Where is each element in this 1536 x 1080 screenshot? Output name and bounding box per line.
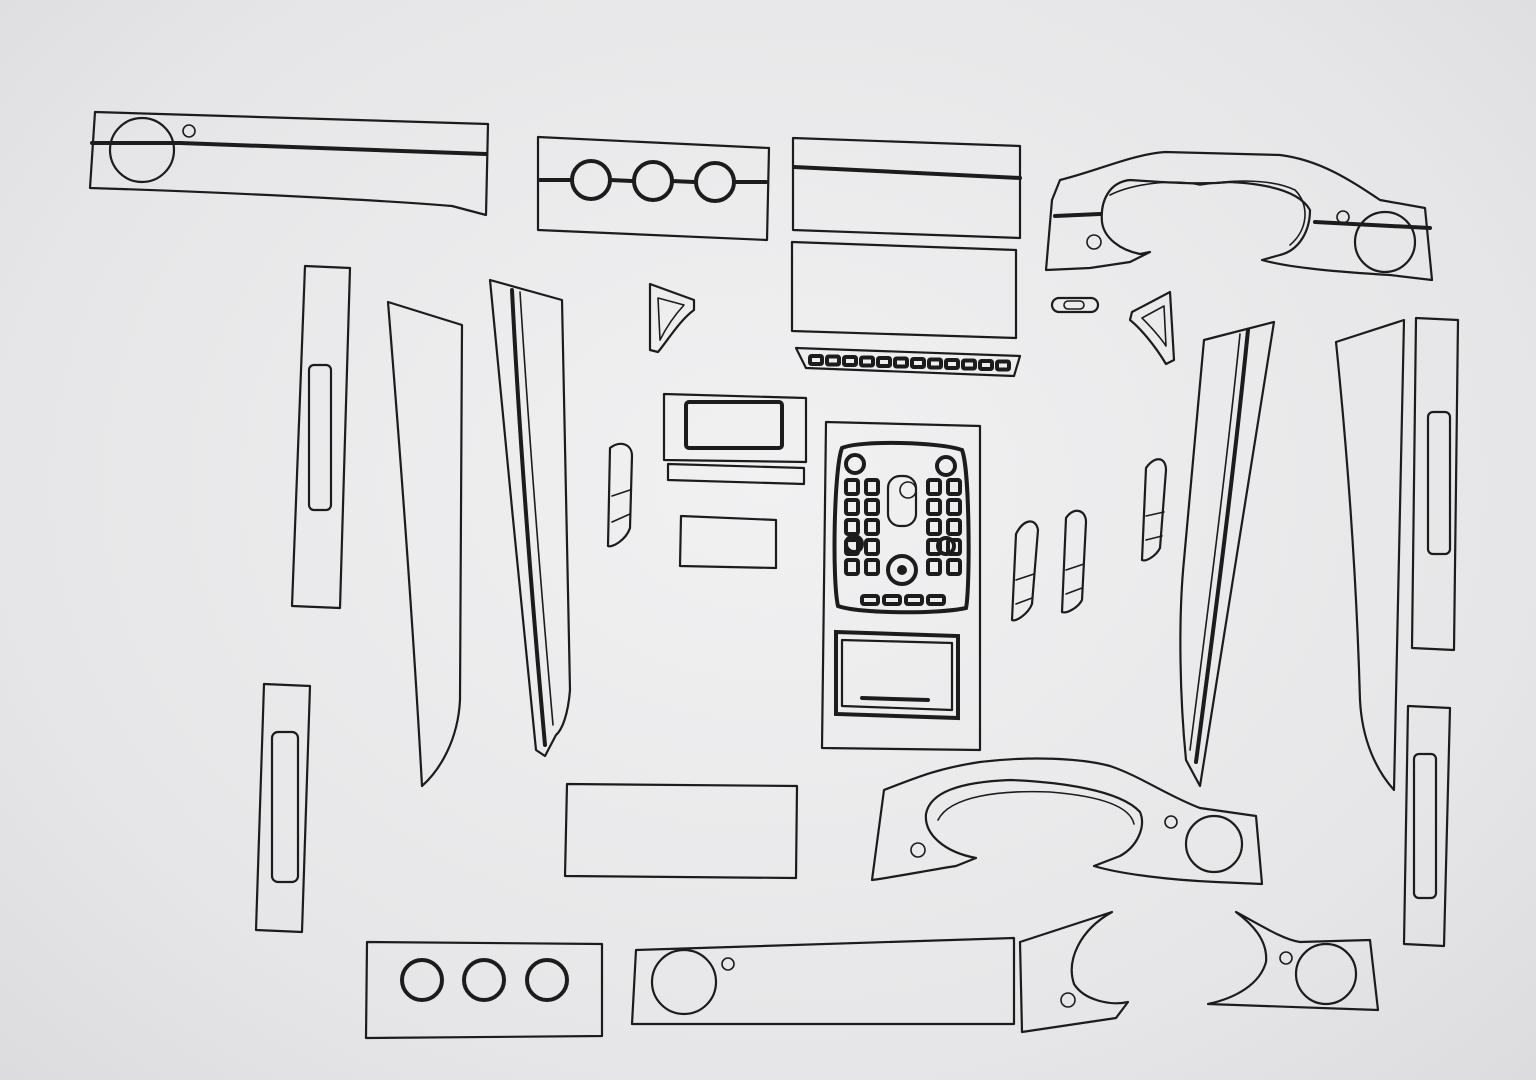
console-switch-cutout — [946, 538, 962, 556]
round-vent-cutout — [1184, 814, 1244, 874]
three-knob-panel-bottom — [364, 940, 604, 1040]
console-switch-cutout — [864, 558, 880, 576]
console-switch-cutout — [946, 518, 962, 536]
climate-button-cutout — [995, 359, 1011, 372]
console-switch-cutout — [844, 538, 860, 556]
climate-button-cutout — [961, 358, 977, 371]
console-switch-cutout — [864, 518, 880, 536]
dash-trim-strip-left — [88, 110, 490, 217]
climate-button-cutout — [910, 357, 926, 369]
small-hole — [1086, 234, 1102, 250]
vent-bezel-right — [1128, 290, 1176, 366]
climate-button-cutout — [978, 359, 994, 371]
round-vent-cutout — [650, 948, 718, 1016]
console-switch-cutout — [864, 478, 880, 496]
climate-button-strip — [794, 346, 1022, 378]
console-switch-cutout — [844, 478, 860, 496]
console-switch-cutout — [904, 594, 924, 606]
console-switch-cutout — [926, 558, 942, 576]
console-switch-cutout — [882, 594, 902, 606]
door-switch-panel-right — [1140, 458, 1168, 562]
console-switch-cutout — [844, 498, 860, 516]
cluster-side-piece-right — [1206, 910, 1380, 1012]
console-switch-cutout — [946, 558, 962, 576]
knob-cutout — [570, 159, 612, 201]
console-switch-cutout — [860, 594, 880, 606]
round-vent-cutout — [1294, 942, 1358, 1006]
console-switch-cutout — [926, 498, 942, 516]
small-hole — [721, 957, 735, 971]
console-switch-cutout — [926, 594, 946, 606]
instrument-cluster-surround-bottom — [870, 757, 1264, 886]
climate-button-cutout — [944, 358, 960, 370]
climate-button-cutout — [893, 356, 909, 369]
vent-bezel-left — [648, 282, 696, 354]
door-strip-right-1 — [1410, 316, 1460, 652]
small-rectangle-panel — [678, 514, 778, 570]
console-switch-cutout — [844, 518, 860, 536]
door-switch-panel-mid-1 — [1010, 520, 1040, 622]
knob-cutout — [632, 160, 674, 202]
knob-cutout — [462, 958, 506, 1002]
door-switch-panel-mid-2 — [1060, 509, 1088, 614]
instrument-cluster-surround-top — [1044, 150, 1434, 282]
cluster-side-piece-left — [1018, 910, 1130, 1034]
dash-trim-strip-bottom — [630, 936, 1016, 1026]
center-upper-panel — [791, 136, 1022, 240]
lower-rectangle-panel — [563, 782, 799, 880]
door-panel-right-striped — [1179, 320, 1276, 788]
climate-button-cutout — [825, 354, 841, 367]
knob-cutout — [694, 161, 736, 203]
climate-button-cutout — [876, 356, 892, 368]
display-surround — [662, 392, 808, 486]
small-oval-trim — [1050, 296, 1100, 314]
console-switch-cutout — [926, 518, 942, 536]
door-panel-right-tapered — [1334, 318, 1406, 792]
door-strip-left-2 — [254, 682, 312, 934]
small-hole — [1164, 815, 1178, 829]
door-panel-left-tapered — [386, 300, 464, 788]
door-switch-panel-left — [606, 442, 634, 548]
climate-button-cutout — [927, 357, 943, 370]
small-hole — [1336, 210, 1350, 224]
console-switch-cutout — [946, 498, 962, 516]
console-switch-cutout — [844, 558, 860, 576]
door-panel-left-striped — [488, 278, 572, 758]
small-hole — [910, 842, 926, 858]
climate-button-cutout — [842, 355, 858, 367]
climate-button-cutout — [808, 354, 824, 366]
console-switch-cutout — [864, 538, 880, 556]
three-knob-panel-top — [536, 135, 771, 242]
round-vent-cutout — [108, 116, 176, 184]
knob-cutout — [525, 958, 569, 1002]
climate-button-cutout — [859, 355, 875, 368]
door-strip-left-1 — [290, 264, 352, 610]
door-strip-right-2 — [1402, 704, 1452, 948]
small-hole — [182, 124, 196, 138]
round-vent-cutout — [1353, 210, 1417, 274]
console-switch-cutout — [926, 538, 942, 556]
screen-surround-panel — [790, 240, 1018, 340]
small-hole — [1060, 992, 1076, 1008]
knob-cutout — [400, 958, 444, 1002]
small-hole — [1279, 951, 1293, 965]
center-console-panel — [820, 420, 982, 752]
console-switch-cutout — [864, 498, 880, 516]
console-switch-cutout — [926, 478, 942, 496]
console-switch-cutout — [946, 478, 962, 496]
